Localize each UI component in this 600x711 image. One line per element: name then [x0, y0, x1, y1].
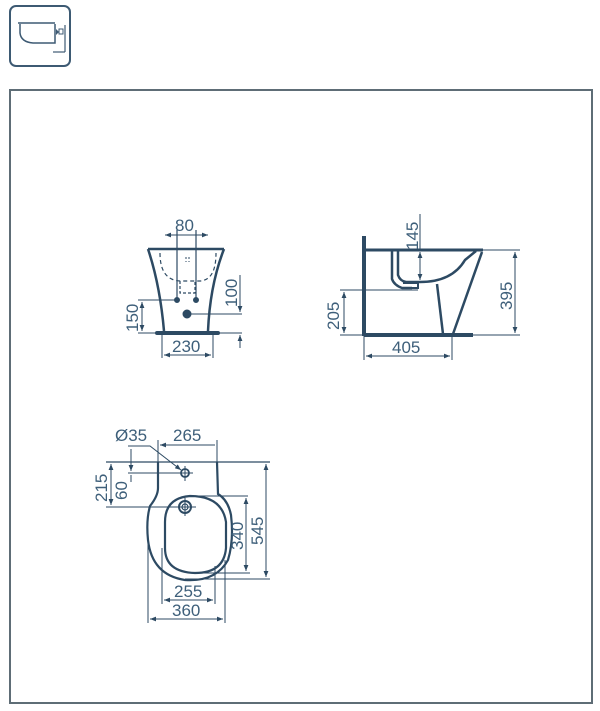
- dim-side-405: 405: [392, 338, 420, 357]
- dim-front-150: 150: [123, 304, 142, 332]
- dim-front-80: 80: [175, 216, 194, 235]
- side-view: [340, 214, 520, 360]
- dim-top-545: 545: [248, 517, 267, 545]
- dim-top-diameter-35: Ø35: [115, 426, 147, 445]
- dim-side-395: 395: [497, 282, 516, 310]
- dim-side-145: 145: [403, 222, 422, 250]
- dim-side-205: 205: [324, 302, 343, 330]
- product-type-icon: [9, 5, 71, 67]
- dim-top-255: 255: [174, 582, 202, 601]
- dim-top-215: 215: [92, 474, 111, 502]
- front-view: [138, 230, 243, 358]
- dim-front-100: 100: [222, 279, 241, 307]
- dim-top-340: 340: [228, 522, 247, 550]
- top-view: [106, 440, 270, 623]
- dim-top-60: 60: [112, 481, 131, 500]
- dim-top-360: 360: [172, 601, 200, 620]
- dim-front-230: 230: [172, 337, 200, 356]
- bidet-side-icon: [18, 22, 66, 53]
- dim-top-265: 265: [173, 426, 201, 445]
- drawing-frame: [9, 89, 593, 704]
